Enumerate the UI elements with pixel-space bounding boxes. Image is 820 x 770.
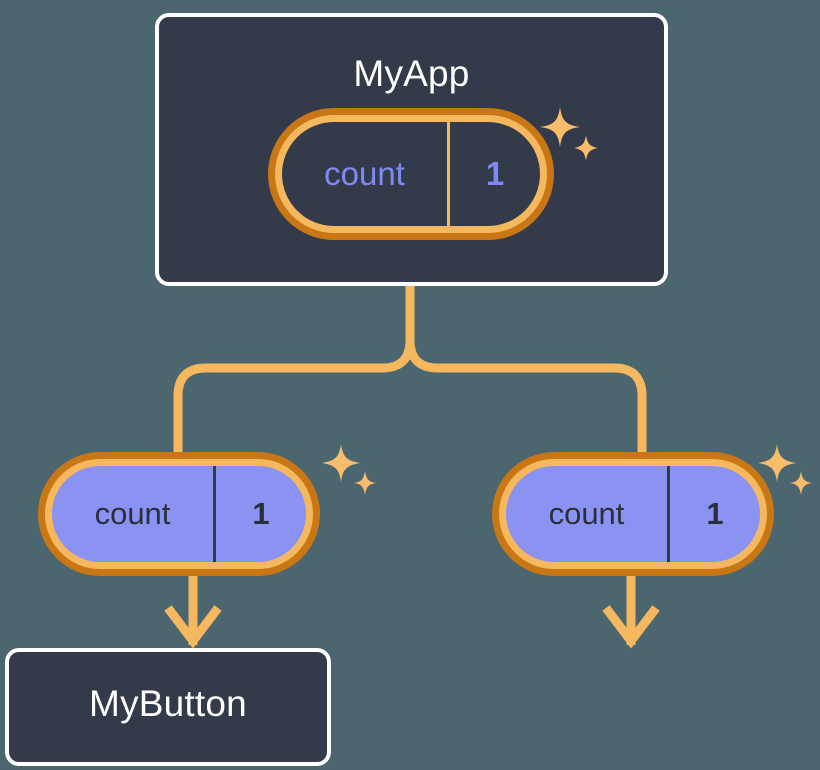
component-card-mybutton-left[interactable]: MyButton [5, 648, 331, 766]
state-pill-divider [667, 466, 670, 562]
state-pill-body: count 1 [282, 122, 540, 226]
state-key-label: count [548, 496, 625, 531]
state-value-label: 1 [706, 496, 724, 531]
component-title-myapp: MyApp [353, 53, 470, 94]
arrow-head-right [602, 605, 660, 649]
state-key-label: count [94, 496, 171, 531]
state-pill-inner-ring: count 1 [45, 459, 313, 569]
sparkle-small-icon [790, 471, 812, 495]
state-pill-body: count 1 [52, 466, 306, 562]
sparkle-large-icon [758, 444, 796, 482]
state-pill-divider [447, 122, 450, 226]
state-key-label: count [324, 155, 405, 192]
state-pill-ring: count 1 [492, 452, 774, 576]
sparkles-icon [322, 444, 376, 495]
state-pill-inner-ring: count 1 [499, 459, 767, 569]
state-value-label: 1 [252, 496, 270, 531]
state-pill-ring: count 1 [268, 108, 554, 240]
sparkle-small-icon [354, 471, 376, 495]
state-pill-ring: count 1 [38, 452, 320, 576]
connector-branch-right [405, 335, 647, 457]
connector-branch-left [173, 335, 415, 457]
component-title-mybutton-left: MyButton [89, 683, 247, 724]
state-pill-inner-ring: count 1 [275, 115, 547, 233]
state-value-label: 1 [485, 155, 505, 192]
state-pill-body: count 1 [506, 466, 760, 562]
state-pill-divider [213, 466, 216, 562]
sparkle-large-icon [322, 444, 360, 482]
arrow-head-left [164, 605, 222, 649]
